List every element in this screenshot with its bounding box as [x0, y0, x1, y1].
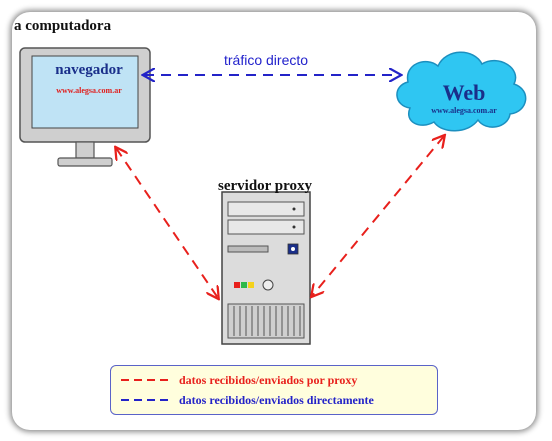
legend-proxy-text: datos recibidos/enviados por proxy	[179, 372, 358, 387]
browser-url: www.alegsa.com.ar	[56, 86, 122, 95]
legend-item-proxy: datos recibidos/enviados por proxy	[121, 371, 357, 389]
legend-item-direct: datos recibidos/enviados directamente	[121, 391, 374, 409]
legend-proxy-line-icon	[121, 379, 173, 381]
proxy-computer-arrow	[116, 148, 218, 298]
legend-direct-line-icon	[121, 399, 173, 401]
direct-traffic-label: tráfico directo	[224, 52, 309, 68]
computer-title: a computadora	[14, 18, 112, 34]
diagram-frame: a computadora tráfico directo navegador …	[12, 12, 536, 430]
web-label: Web	[442, 80, 486, 105]
proxy-server-title: servidor proxy	[218, 178, 313, 194]
browser-label: navegador	[55, 62, 123, 78]
proxy-web-arrow	[312, 136, 444, 296]
web-cloud-icon	[396, 51, 527, 132]
computer-monitor-icon	[19, 47, 151, 167]
web-url: www.alegsa.com.ar	[431, 106, 497, 115]
legend-direct-text: datos recibidos/enviados directamente	[179, 392, 374, 407]
proxy-server-icon	[221, 191, 311, 345]
network-diagram	[19, 47, 527, 345]
legend-box: datos recibidos/enviados por proxy datos…	[110, 365, 438, 415]
